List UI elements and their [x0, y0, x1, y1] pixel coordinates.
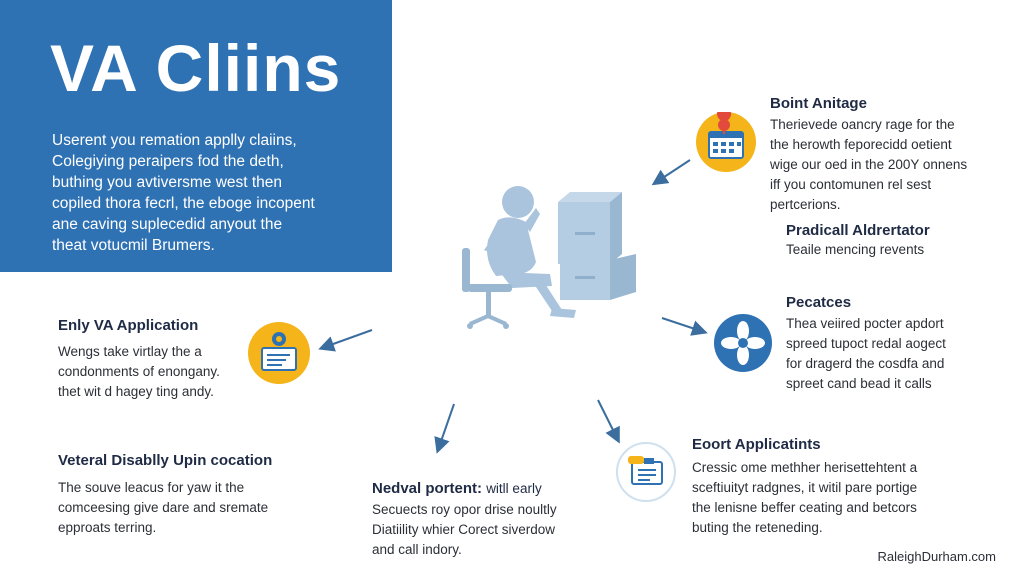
section-heading-pecatces: Pecatces [786, 294, 852, 311]
section-heading-boint: Boint Anitage [770, 95, 867, 112]
text-line: sceftiuityt radgnes, it witil pare porti… [692, 480, 918, 495]
page-title: VA Cliins [50, 31, 342, 105]
text-line: comceesing give dare and sremate [58, 500, 269, 515]
hero-line: Colegiying peraipers fod the deth, [52, 153, 284, 170]
text-line: wige our oed in the 200Y onnens [770, 157, 968, 172]
section-body-eoort: Cressic ome methher herisettehtent a sce… [692, 458, 917, 538]
text-line: spreed tupoct redal aogect [786, 336, 946, 351]
text-line: The souve leacus for yaw it the [58, 480, 245, 495]
section-heading-nedval: Nedval portent: witll early [372, 480, 542, 497]
hero-line: Userent you remation applly claiins, [52, 132, 297, 149]
text-line: Cressic ome methher herisettehtent a [692, 460, 918, 475]
text-line: Secuects roy opor drise noultly [372, 502, 557, 517]
section-heading-enly: Enly VA Application [58, 317, 199, 334]
text-line: condonments of enongany. [58, 364, 220, 379]
hero-line: buthing you avtiversme west then [52, 174, 283, 191]
text-line: for dragerd the cosdfa and [786, 356, 945, 371]
text-line: and call indory. [372, 542, 462, 557]
section-body-pradicall: Teaile mencing revents [786, 240, 924, 260]
location-document-icon [248, 322, 310, 384]
seated-person-illustration [462, 186, 636, 329]
section-body-veteral: The souve leacus for yaw it the comceesi… [58, 478, 268, 538]
text-line: thet wit d hagey ting andy. [58, 384, 214, 399]
section-body-nedval: Secuects roy opor drise noultly Diatiili… [372, 500, 557, 560]
text-line: buting the reteneding. [692, 520, 823, 535]
text-line: Wengs take virtlay the a [58, 344, 202, 359]
section-heading-pradicall: Pradicall Aldrertator [786, 222, 930, 239]
calendar-icon [696, 107, 756, 172]
text-line: Diatiility whier Corect siverdow [372, 522, 556, 537]
section-body-boint: Therievede oancry rage for the the herow… [770, 115, 967, 215]
text-line: Therievede oancry rage for the [770, 117, 955, 132]
text-line: Teaile mencing revents [786, 242, 925, 257]
section-body-pecatces: Thea veiired pocter apdort spreed tupoct… [786, 314, 946, 394]
hero-line: ane caving suplecedid anyout the [52, 216, 283, 233]
hero-line: copiled thora fecrl, the eboge incopent [52, 195, 315, 212]
section-heading-eoort: Eoort Applicatints [692, 436, 821, 453]
heading-suffix: witll early [486, 481, 542, 496]
document-hand-icon [616, 442, 676, 502]
text-line: iff you contomunen rel sest [770, 177, 932, 192]
text-line: Thea veiired pocter apdort [786, 316, 944, 331]
text-line: the lenisne beffer ceating and betcors [692, 500, 917, 515]
section-heading-veteral: Veteral Disablly Upin cocation [58, 452, 273, 469]
text-line: pertcerions. [770, 197, 841, 212]
hero-description: Userent you remation applly claiins, Col… [52, 130, 372, 256]
text-line: spreet cand bead it calls [786, 376, 932, 391]
text-line: epproats terring. [58, 520, 157, 535]
fan-icon [714, 314, 772, 372]
hero-line: theat votucmil Brumers. [52, 237, 215, 254]
footer-source: RaleighDurham.com [877, 549, 997, 564]
text-line: the herowth feporecidd oetient [770, 137, 952, 152]
hero-panel: VA Cliins Userent you remation applly cl… [0, 0, 392, 272]
section-body-enly: Wengs take virtlay the a condonments of … [58, 342, 220, 402]
heading-bold: Nedval portent: [372, 480, 483, 497]
